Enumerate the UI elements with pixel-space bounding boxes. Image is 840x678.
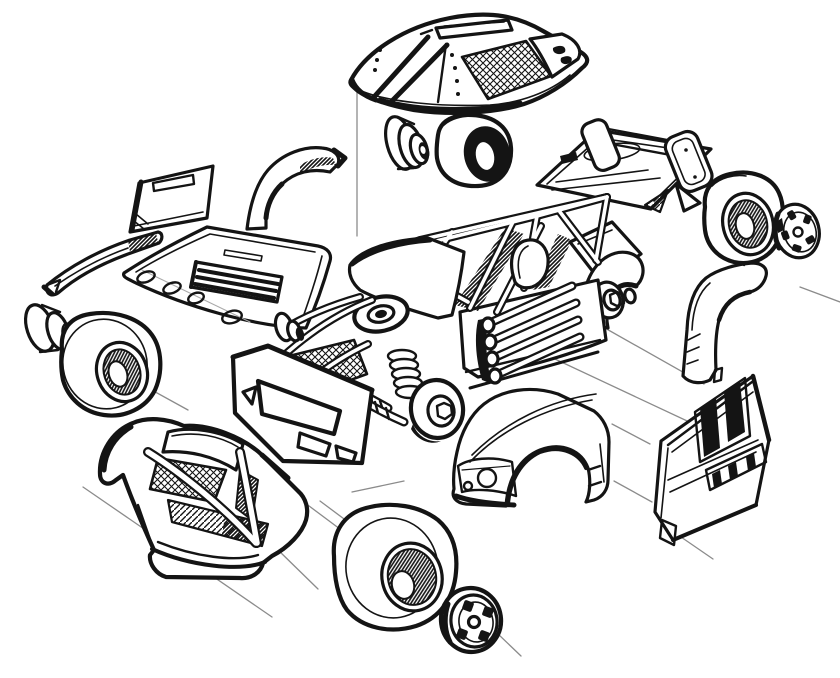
roof-panel	[348, 12, 590, 116]
front-left-fender-arch	[245, 146, 348, 231]
front-left-tire	[59, 310, 163, 418]
front-right-fender	[451, 387, 611, 508]
upper-hub	[384, 115, 430, 171]
front-bumper	[97, 417, 310, 581]
side-sill-strip	[41, 230, 164, 297]
rear-right-tire	[702, 170, 785, 266]
rear-right-hubcap	[772, 202, 821, 260]
wing-strut	[643, 188, 670, 214]
hood-panel	[122, 225, 333, 330]
chassis	[230, 197, 645, 466]
rear-lower-tire	[331, 502, 459, 632]
seat	[510, 238, 550, 290]
rear-wing-assembly	[535, 118, 714, 214]
rear-quarter-fender	[681, 250, 768, 385]
upper-tire	[434, 112, 514, 189]
rear-lower-hubcap	[438, 585, 504, 655]
rear-window-panel	[128, 164, 215, 234]
door-panel	[653, 373, 772, 547]
